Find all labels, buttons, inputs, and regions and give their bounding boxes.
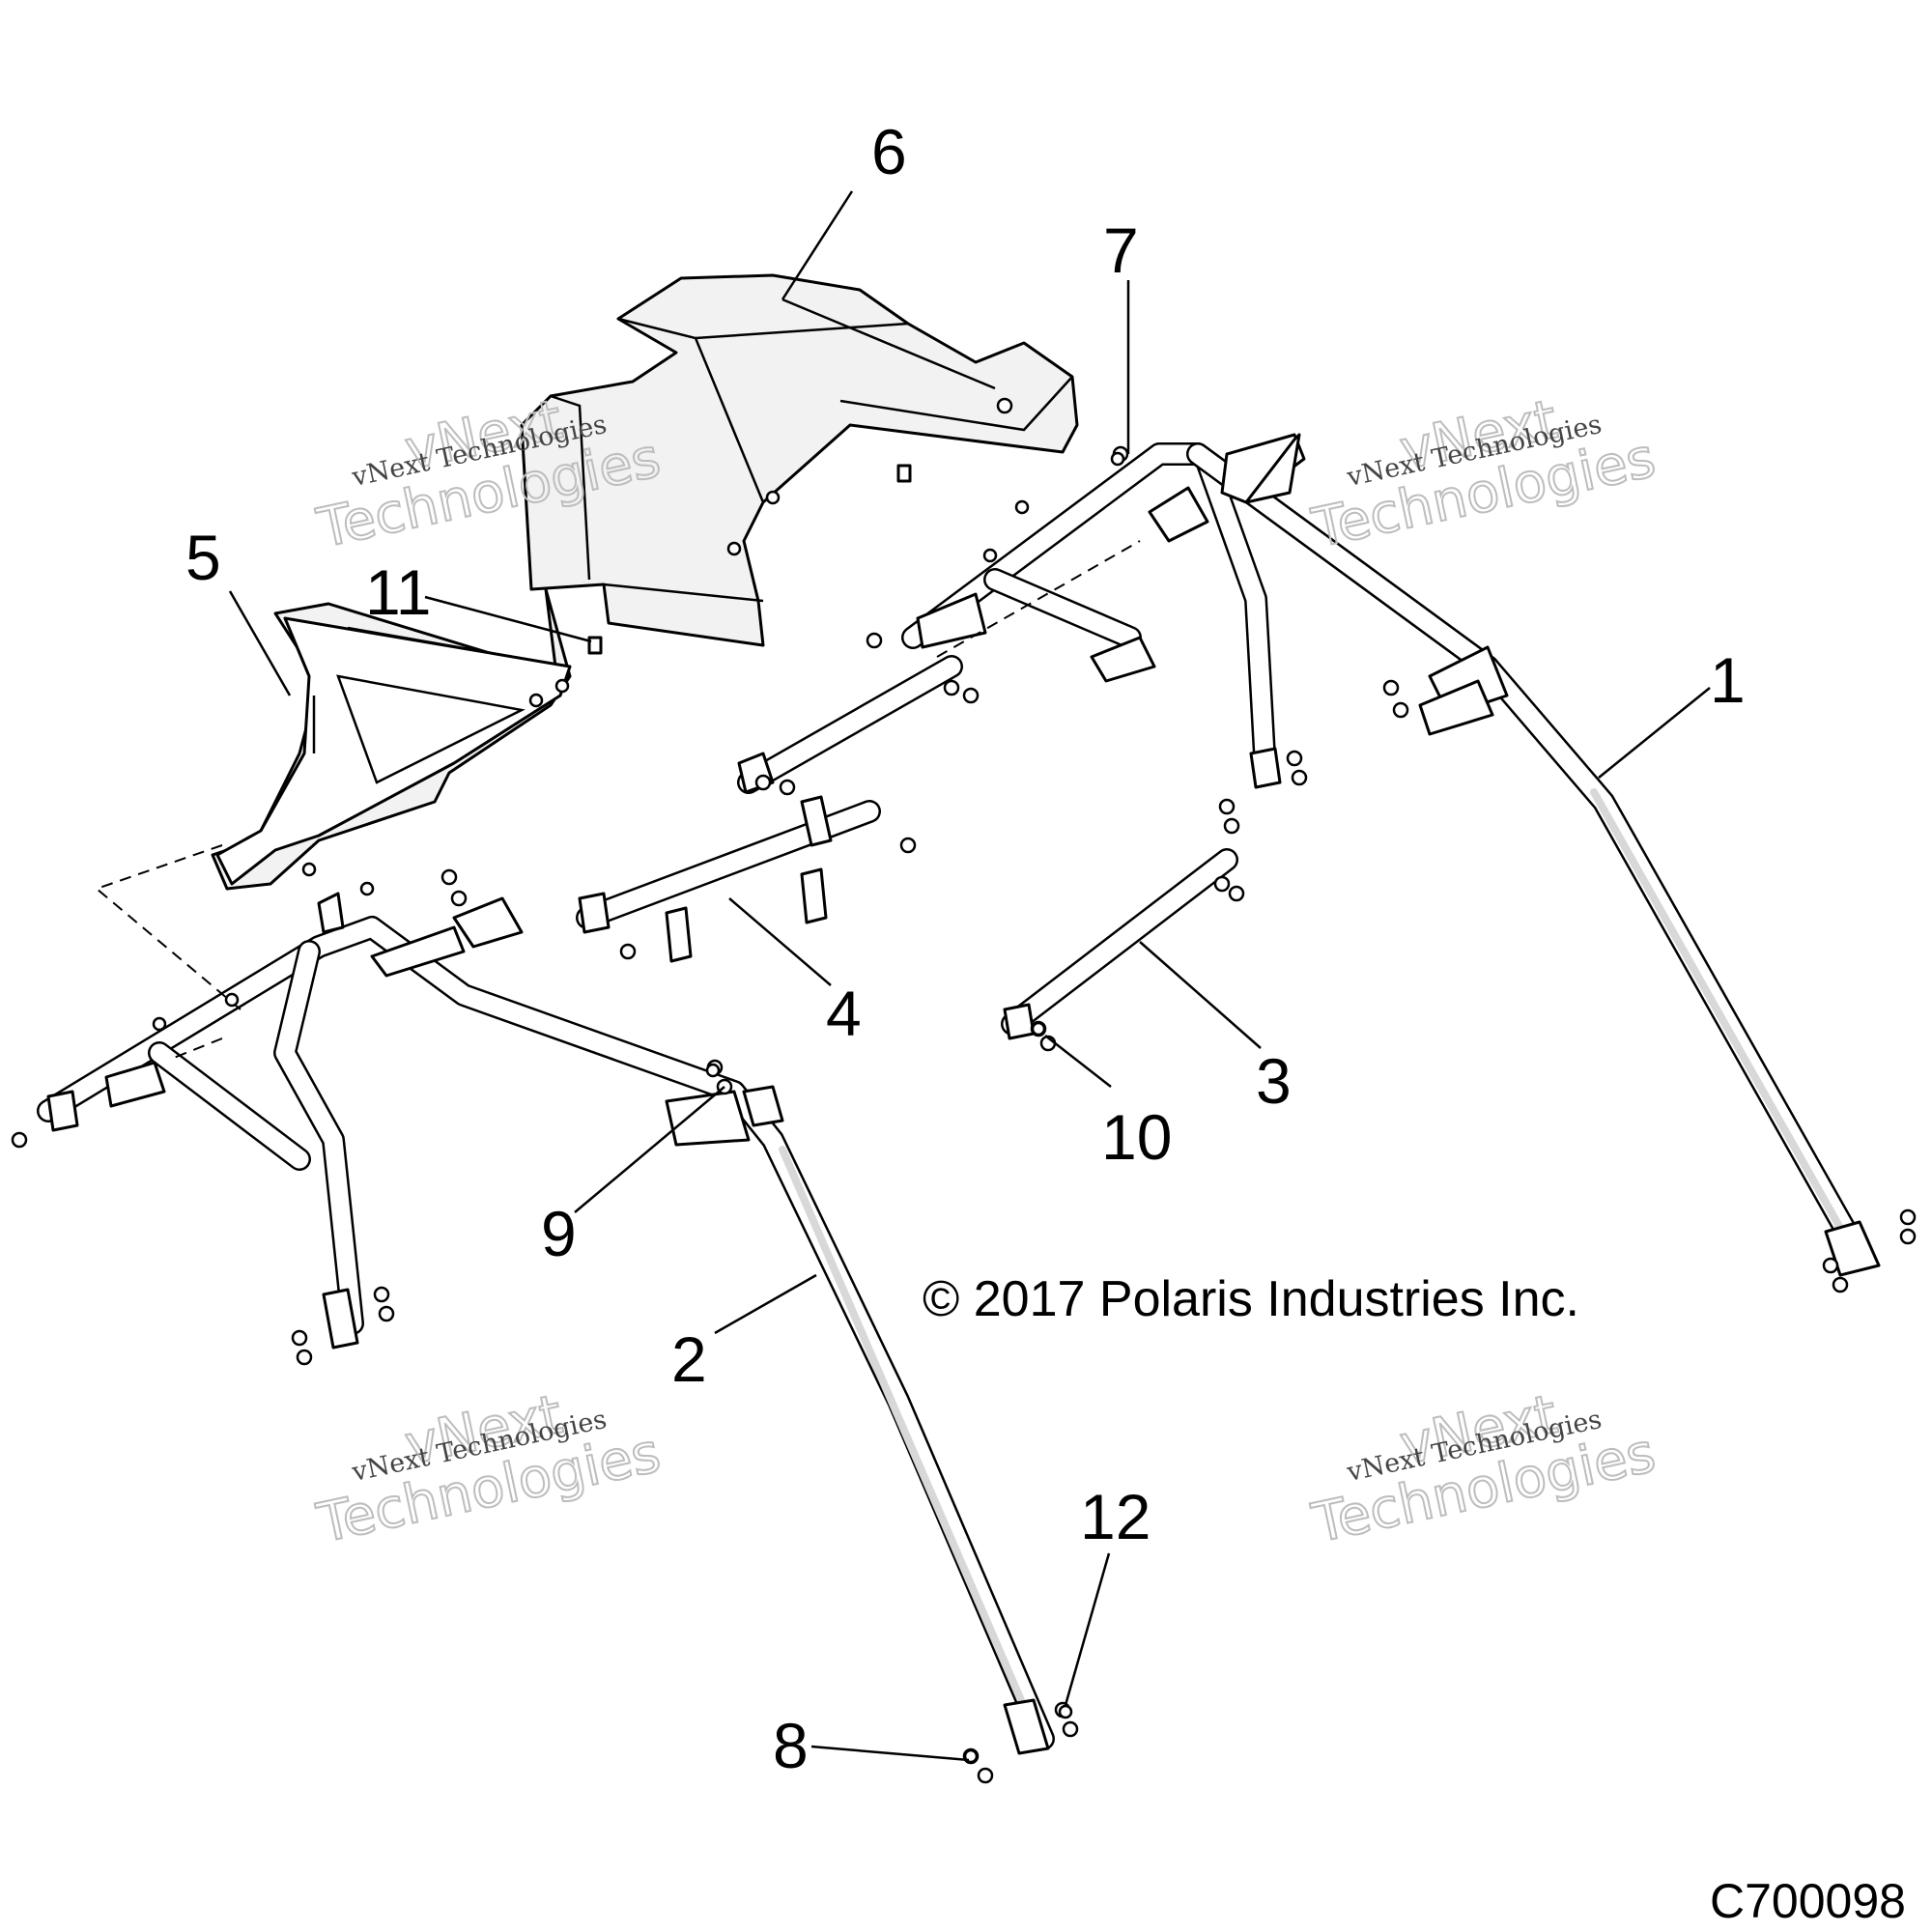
watermark-bottom-right: vNext Technologies vNext Technologies	[1306, 1382, 1662, 1556]
callout-12: 12	[1080, 1481, 1151, 1552]
copyright-notice: © 2017 Polaris Industries Inc.	[923, 1271, 1579, 1327]
callout-5: 5	[185, 522, 221, 593]
callout-2: 2	[671, 1323, 707, 1395]
part-6-roof-shroud	[520, 273, 1079, 647]
part-1-right-cage	[866, 433, 1917, 1293]
callout-11: 11	[365, 556, 432, 628]
callout-6: 6	[871, 116, 907, 187]
figure-id: C700098	[1710, 1874, 1906, 1928]
part-5-gusset-plate	[211, 587, 572, 891]
watermark-bottom-left: vNext Technologies vNext Technologies	[311, 1382, 667, 1556]
part-12-nut	[1058, 1704, 1073, 1719]
callout-8: 8	[773, 1710, 809, 1781]
callout-10: 10	[1101, 1101, 1172, 1173]
callout-7: 7	[1103, 214, 1139, 286]
leader-lines	[228, 190, 1711, 1762]
part-10-nut	[1031, 1021, 1046, 1037]
part-7-bolt	[1110, 451, 1125, 467]
part-2-left-cage	[11, 844, 1079, 1784]
part-9-bolt	[705, 1063, 721, 1078]
callout-3: 3	[1256, 1045, 1292, 1117]
callout-9: 9	[541, 1198, 577, 1269]
watermark-top-right: vNext Technologies vNext Technologies	[1306, 387, 1662, 561]
part-3-lower-tube	[1001, 848, 1245, 1052]
part-4-crossbar	[576, 795, 917, 963]
callout-1: 1	[1710, 644, 1746, 716]
callout-4: 4	[826, 978, 862, 1049]
part-11-clip	[587, 636, 603, 655]
part-3-upper-tube	[737, 655, 980, 796]
